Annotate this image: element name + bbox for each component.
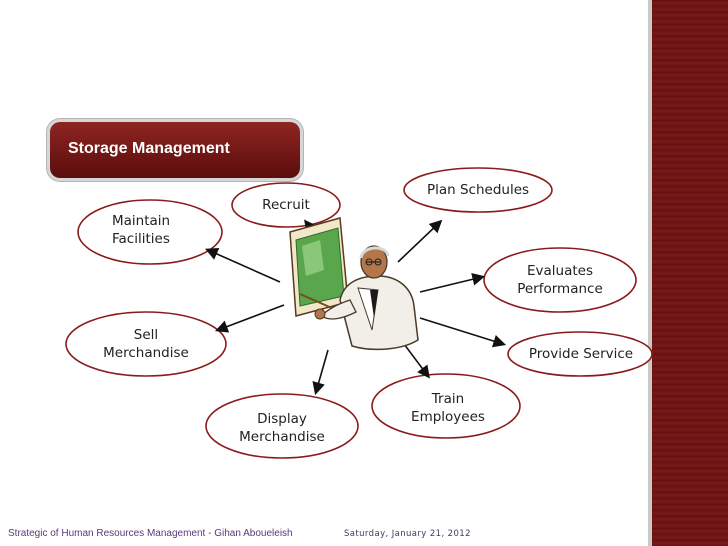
node-label-recruit: Recruit (262, 197, 310, 213)
presenter-clipart-icon (289, 217, 419, 351)
arrow-to-display-merchandise (312, 349, 329, 396)
node-label-train-employees: Train Employees (411, 391, 485, 425)
node-ellipse-display-merchandise (205, 393, 359, 459)
node-ellipse-train-employees (371, 373, 521, 439)
node-ellipse-sell-merchandise (65, 311, 227, 377)
arrow-to-maintain-facilities (205, 248, 281, 283)
slide-title: Storage Management (68, 140, 230, 157)
sidebar-edge (648, 0, 652, 546)
node-label-provide-service: Provide Service (528, 346, 634, 362)
arrow-to-plan-schedules (397, 219, 443, 263)
node-ellipse-recruit (231, 182, 341, 228)
arrow-to-evaluates-performance (419, 273, 486, 293)
title-banner (50, 122, 300, 178)
node-label-maintain-facilities: Maintain Facilities (112, 213, 171, 247)
node-label-sell-merchandise: Sell Merchandise (103, 327, 189, 361)
node-ellipse-maintain-facilities (77, 199, 223, 265)
decorative-sidebar (652, 0, 728, 546)
arrow-to-provide-service (419, 317, 507, 348)
arrow-to-train-employees (403, 343, 430, 379)
footer-presentation-title: Strategic of Human Resources Management … (8, 528, 293, 539)
node-ellipse-provide-service (507, 331, 653, 377)
node-label-evaluates-performance: Evaluates Performance (517, 263, 603, 297)
node-label-plan-schedules: Plan Schedules (426, 182, 530, 198)
arrow-to-sell-merchandise (215, 304, 285, 333)
node-ellipse-plan-schedules (403, 167, 553, 213)
node-label-display-merchandise: Display Merchandise (239, 411, 325, 445)
footer-date: Saturday, January 21, 2012 (344, 529, 471, 539)
